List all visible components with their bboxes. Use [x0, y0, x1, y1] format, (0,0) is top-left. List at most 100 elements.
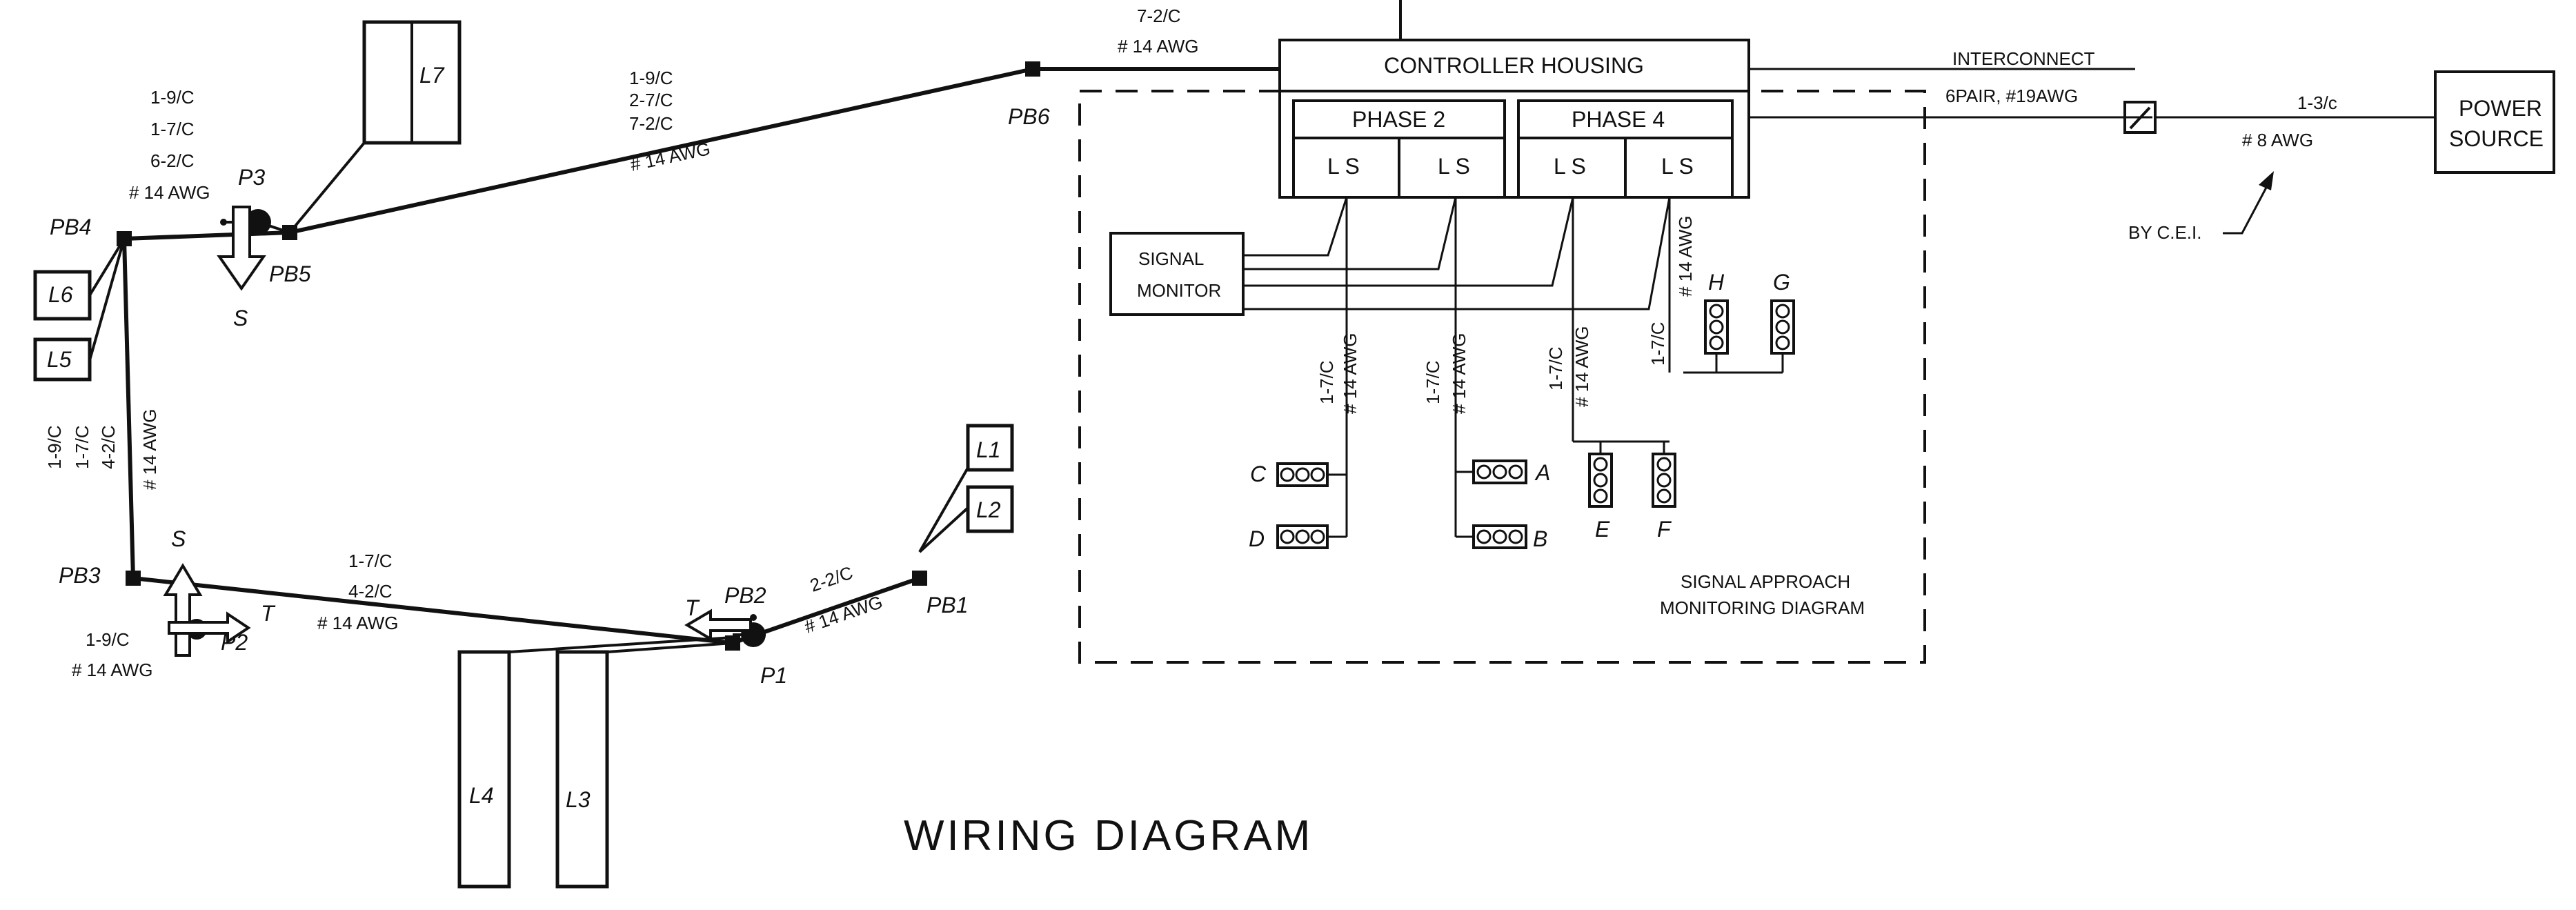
power-gauge-label: # 8 AWG [2242, 130, 2313, 150]
head-a-lens-3 [1508, 464, 1523, 479]
head-d-lens-3 [1310, 529, 1325, 544]
turn-arrow-pb3 [168, 611, 251, 644]
cable-note-pb4-pb3-2: 1-7/C [72, 425, 92, 469]
cable-note-pb4-pb3: 1-9/C 1-7/C 4-2/C # 14 AWG [44, 408, 160, 490]
signal-head-h [1704, 299, 1729, 355]
signal-head-g [1770, 299, 1795, 355]
phase-4-label: PHASE 4 [1572, 107, 1665, 132]
head-gauge-3: # 14 AWG [1572, 326, 1592, 407]
head-b-lens-3 [1508, 529, 1523, 544]
head-h-label: H [1708, 270, 1725, 295]
monitoring-boundary [1078, 90, 1926, 664]
cable-note-pb4-1: 1-9/C [150, 87, 195, 108]
head-cable-1: 1-7/C [1316, 360, 1337, 404]
loop-l2 [966, 485, 1014, 533]
head-a-label: A [1534, 460, 1550, 485]
cable-note-pb4-4: # 14 AWG [129, 182, 210, 203]
head-h-body [1704, 299, 1729, 355]
head-b-lens-2 [1492, 529, 1507, 544]
controller-housing-label: CONTROLLER HOUSING [1384, 53, 1644, 78]
head-e-label: E [1595, 517, 1610, 542]
head-c-lens-1 [1280, 467, 1295, 482]
cable-note-p2: 1-9/C # 14 AWG [72, 629, 153, 680]
monitor-wire-3 [1243, 197, 1574, 287]
pull-boxes [117, 61, 1040, 651]
ls-1: L S [1327, 154, 1360, 179]
monitor-wire-2 [1243, 197, 1457, 270]
loop-l4 [457, 650, 511, 889]
pb5-label: PB5 [269, 261, 311, 286]
cable-note-pb4-pb3-1: 1-9/C [44, 425, 65, 469]
turn-arrow-pb2 [684, 609, 752, 642]
cable-note-p2-2: # 14 AWG [72, 660, 153, 680]
loop-l1 [966, 424, 1014, 472]
interconnect [1749, 68, 2435, 134]
power-by-label: BY C.E.I. [2128, 222, 2201, 243]
l4-label: L4 [469, 783, 494, 808]
head-a-lens-1 [1476, 464, 1492, 479]
power-source-box [2434, 70, 2555, 174]
p3-label: P3 [238, 165, 265, 190]
signal-head-b [1472, 524, 1527, 549]
head-gauge-4: # 14 AWG [1675, 215, 1696, 297]
diagram-title: WIRING DIAGRAM [904, 812, 1313, 860]
head-h-lens-1 [1709, 304, 1724, 319]
cable-note-pb6-2: # 14 AWG [1118, 36, 1199, 57]
interconnect-label: INTERCONNECT [1952, 48, 2095, 69]
sign-t-pb3: T [261, 601, 276, 626]
pb1-label: PB1 [927, 593, 968, 617]
signal-monitor-label-2: MONITOR [1137, 280, 1221, 301]
head-f-lens-2 [1656, 473, 1672, 488]
signal-head-e [1588, 453, 1613, 508]
head-h-lens-3 [1709, 335, 1724, 350]
head-a-body [1472, 459, 1527, 484]
head-c-label: C [1250, 462, 1267, 486]
cable-note-pb5-pb6-2: 2-7/C [629, 90, 673, 110]
ls-4: L S [1661, 154, 1694, 179]
head-f-body [1652, 453, 1676, 508]
head-b-body [1472, 524, 1527, 549]
cable-note-pb3-pb2-1: 1-7/C [348, 551, 393, 571]
lead-in-l4 [508, 636, 733, 653]
head-d-body [1276, 524, 1329, 549]
sign-arrows [163, 206, 752, 657]
head-g-lens-2 [1775, 319, 1790, 335]
pb6-label: PB6 [1008, 104, 1050, 129]
head-c-lens-3 [1310, 467, 1325, 482]
head-gauge-2: # 14 AWG [1449, 333, 1469, 414]
cable-pb3-pb2 [132, 576, 733, 645]
pull-box-pb1 [912, 571, 927, 586]
phase-2-label: PHASE 2 [1352, 107, 1445, 132]
l1-label: L1 [976, 437, 1001, 462]
cable-note-pb3-pb2-2: 4-2/C [348, 581, 393, 602]
head-f-label: F [1657, 517, 1672, 542]
cable-note-pb5-pb6-4: # 14 AWG [628, 138, 712, 175]
lead-in-l6 [88, 237, 126, 297]
cable-note-pb4-pb3-3: 4-2/C [98, 425, 119, 469]
stop-sign-arrow-pb5 [217, 206, 266, 291]
head-cable-notes: 1-7/C # 14 AWG 1-7/C # 14 AWG 1-7/C # 14… [1316, 215, 1696, 414]
signal-head-f [1652, 453, 1676, 508]
sign-t-pb2: T [685, 595, 700, 620]
cable-note-pb2-pb1: 2-2/C # 14 AWG [802, 562, 885, 637]
head-g-lens-3 [1775, 335, 1790, 350]
power-leader-arrow [2259, 171, 2274, 190]
signal-head-a [1472, 459, 1527, 484]
pull-box-pb3 [126, 571, 141, 586]
head-g-label: G [1773, 270, 1790, 295]
pb2-label: PB2 [724, 583, 766, 608]
head-e-lens-2 [1593, 473, 1608, 488]
head-a-lens-2 [1492, 464, 1507, 479]
lead-in-l1 [918, 467, 969, 553]
cable-note-pb5-pb6-3: 7-2/C [629, 113, 673, 134]
sign-s-pb3: S [171, 526, 186, 551]
monitoring-caption-1: SIGNAL APPROACH [1681, 571, 1850, 592]
p1-label: P1 [760, 663, 787, 688]
l6-label: L6 [48, 282, 73, 307]
sign-s-pb5: S [233, 306, 248, 330]
lead-in-l7 [288, 141, 366, 234]
loop-l6 [33, 270, 92, 321]
cable-note-pb4-3: 6-2/C [150, 150, 195, 171]
head-gauge-1: # 14 AWG [1340, 333, 1360, 414]
pull-box-pb4 [117, 231, 132, 246]
